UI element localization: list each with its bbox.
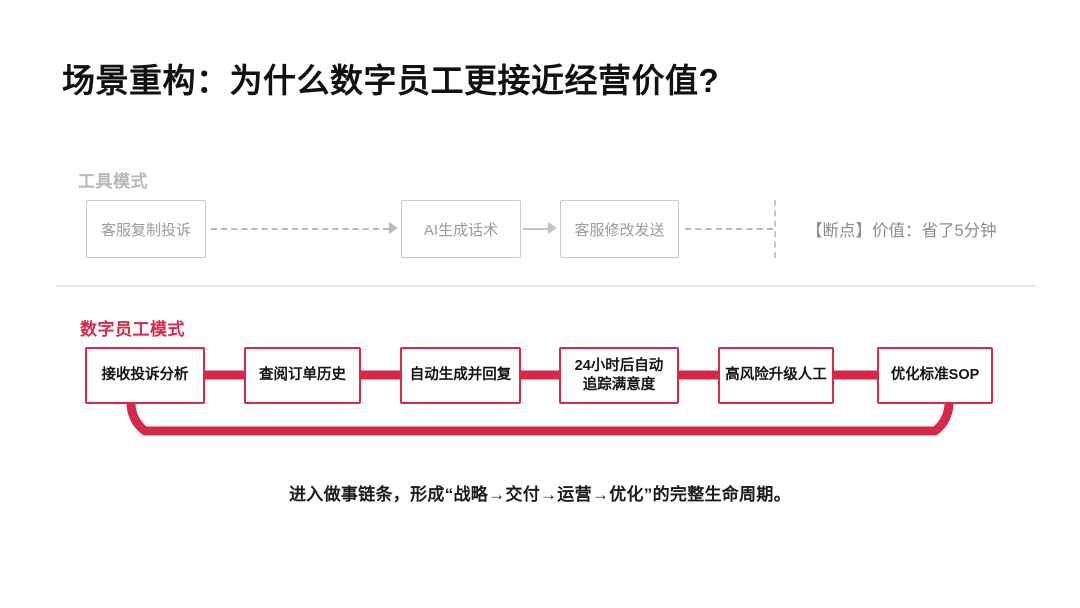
tool-mode-section: 工具模式 客服复制投诉 AI生成话术 客服修改发送 【断点】价值：省了5分钟 — [0, 155, 1080, 290]
loop-step-line-1: 高风险升级人工 — [725, 367, 827, 384]
loop-step-box-6[interactable]: 优化标准SOP — [877, 347, 993, 404]
tool-mode-value-text: 【断点】价值：省了5分钟 — [806, 222, 997, 240]
tool-step-box-3[interactable]: 客服修改发送 — [560, 200, 679, 258]
tool-mode-flow-row: 客服复制投诉 AI生成话术 客服修改发送 【断点】价值：省了5分钟 — [0, 200, 1080, 260]
loop-step-line-1: 优化标准SOP — [890, 367, 980, 384]
dashed-connector-icon — [211, 228, 389, 230]
loop-step-line-1: 24小时后自动 — [574, 357, 664, 374]
loop-step-box-5[interactable]: 高风险升级人工 — [718, 347, 834, 404]
tool-step-box-2[interactable]: AI生成话术 — [401, 200, 521, 258]
slide-caption: 进入做事链条，形成“战略→交付→运营→优化”的完整生命周期。 — [289, 485, 791, 504]
loop-step-line-2: 追踪满意度 — [582, 376, 656, 393]
loop-step-box-2[interactable]: 查阅订单历史 — [244, 347, 361, 404]
loop-step-box-1[interactable]: 接收投诉分析 — [85, 347, 205, 404]
page-title: 场景重构：为什么数字员工更接近经营价值? — [62, 62, 720, 99]
arrowhead-icon — [389, 222, 398, 234]
loop-step-line-1: 查阅订单历史 — [259, 367, 346, 384]
digital-employee-label: 数字员工模式 — [80, 320, 185, 339]
loop-step-line-1: 自动生成并回复 — [409, 367, 512, 384]
loop-step-line-1: 接收投诉分析 — [101, 367, 189, 384]
dashed-tail-connector-icon — [685, 228, 773, 230]
loop-step-box-4[interactable]: 24小时后自动 追踪满意度 — [559, 347, 679, 404]
digital-employee-section: 数字员工模式 接收投诉分析 查阅订单历史 自动生成并回复 24小时后自动 追踪满… — [0, 305, 1080, 455]
arrowhead-icon — [548, 222, 557, 234]
section-divider — [56, 285, 1036, 287]
tool-step-box-1[interactable]: 客服复制投诉 — [86, 200, 206, 258]
digital-employee-flow-row: 接收投诉分析 查阅订单历史 自动生成并回复 24小时后自动 追踪满意度 高风险升… — [0, 347, 1080, 404]
break-separator-icon — [774, 200, 776, 258]
loop-step-box-3[interactable]: 自动生成并回复 — [400, 347, 521, 404]
solid-connector-icon — [523, 228, 550, 230]
tool-mode-label: 工具模式 — [78, 172, 148, 191]
